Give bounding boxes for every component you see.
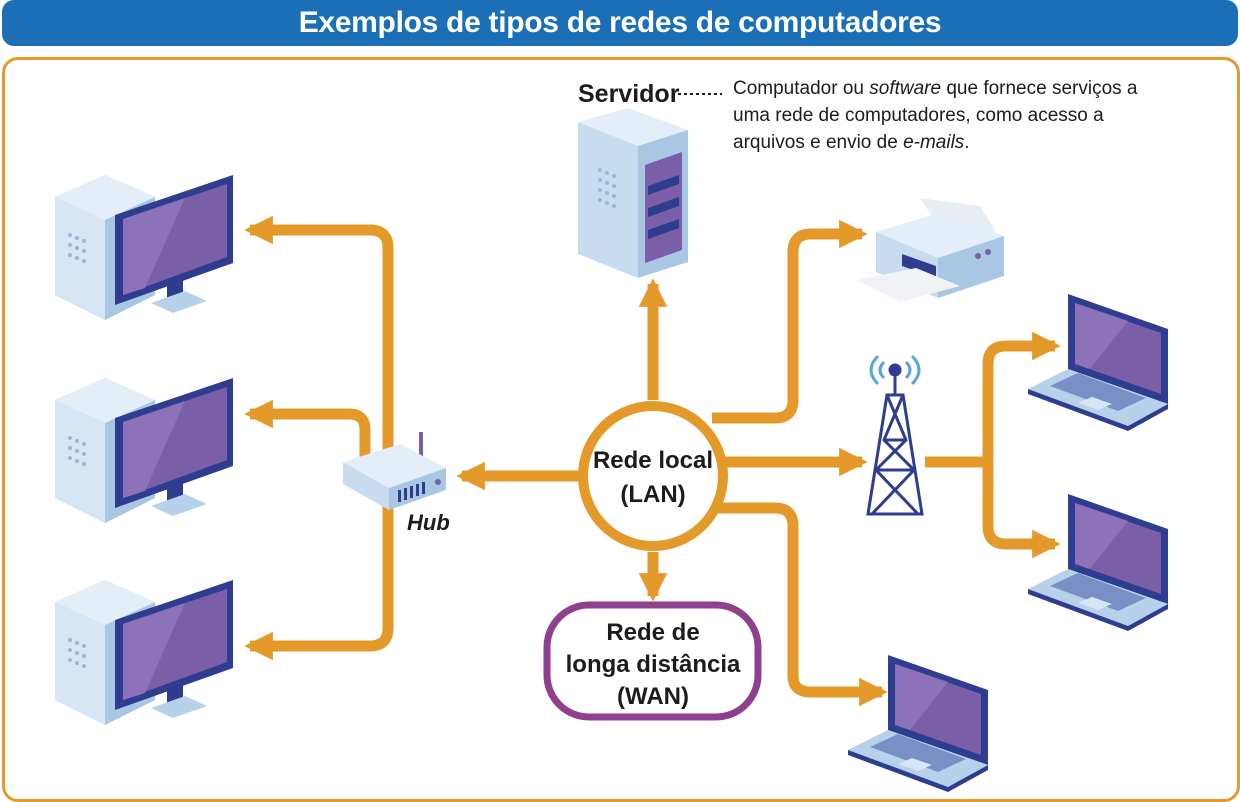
link-lan-printer (712, 219, 868, 424)
link-lan-laptop3 (712, 502, 888, 707)
antenna-tower-icon (866, 354, 924, 516)
laptop-icon (1028, 494, 1168, 631)
desktop-computer-icon (55, 378, 233, 523)
page-title: Exemplos de tipos de redes de computador… (2, 0, 1238, 46)
server-icon (578, 108, 688, 278)
link-hub-pc3 (244, 500, 394, 661)
hub-label: Hub (407, 510, 450, 535)
wan-node (543, 601, 762, 721)
server-label: Servidor (578, 80, 680, 108)
server-description: Computador ou software que fornece servi… (733, 78, 1138, 153)
lan-label-line2: (LAN) (620, 481, 685, 508)
laptop-icon (1028, 294, 1168, 431)
diagram-frame (2, 57, 1240, 802)
link-hub-pc2 (244, 399, 371, 458)
lan-node (578, 401, 728, 551)
wan-label-line1: Rede de (606, 619, 699, 646)
printer-icon (856, 198, 1004, 302)
desktop-computer-icon (55, 580, 233, 725)
lan-label-line1: Rede local (593, 447, 713, 474)
link-antenna-laptop1 (982, 331, 1061, 462)
laptop-icon (848, 655, 988, 792)
wan-label-line3: (WAN) (617, 683, 689, 710)
link-hub-pc1 (244, 215, 394, 458)
wan-label-line2: longa distância (566, 651, 741, 678)
desktop-computer-icon (55, 175, 233, 320)
hub-icon (343, 432, 446, 510)
link-antenna-laptop2 (982, 462, 1061, 559)
